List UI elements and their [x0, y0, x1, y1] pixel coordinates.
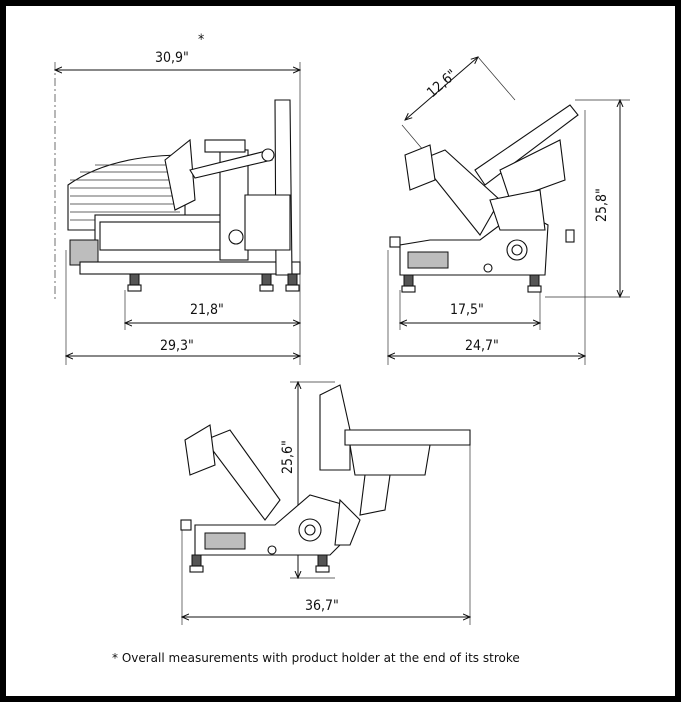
footnote: * Overall measurements with product hold… [112, 651, 520, 665]
angled-view [388, 57, 630, 365]
side-body-width-label: 29,3" [160, 338, 194, 354]
angled-blade-label: 12,6" [424, 67, 460, 101]
front-overall-width-label: 36,7" [305, 598, 339, 614]
front-view [180, 382, 470, 625]
angled-overall-width-label: 24,7" [465, 338, 499, 354]
side-overall-width-label: 30,9" [155, 50, 189, 66]
side-view [55, 62, 300, 365]
angled-base-width-label: 17,5" [450, 302, 484, 318]
front-height-label: 25,6" [280, 440, 296, 474]
angled-blade-dimension-line [405, 57, 478, 120]
side-base-width-label: 21,8" [190, 302, 224, 318]
angled-height-label: 25,8" [594, 188, 610, 222]
asterisk-mark: * [198, 32, 204, 48]
